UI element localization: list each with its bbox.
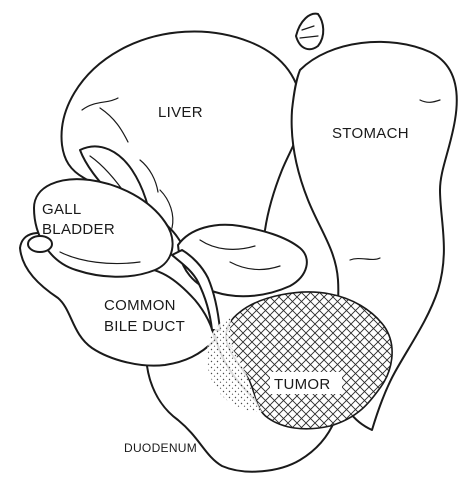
label-gall: GALL [42,201,82,218]
label-bile-duct: BILE DUCT [104,318,185,335]
label-liver: LIVER [158,104,203,121]
pancreas-shape [178,225,307,296]
stomach-tip [296,14,323,49]
label-duodenum: DUODENUM [124,441,197,455]
label-stomach: STOMACH [332,125,409,142]
label-bladder: BLADDER [42,221,115,238]
label-tumor: TUMOR [274,376,331,393]
label-common: COMMON [104,297,176,314]
